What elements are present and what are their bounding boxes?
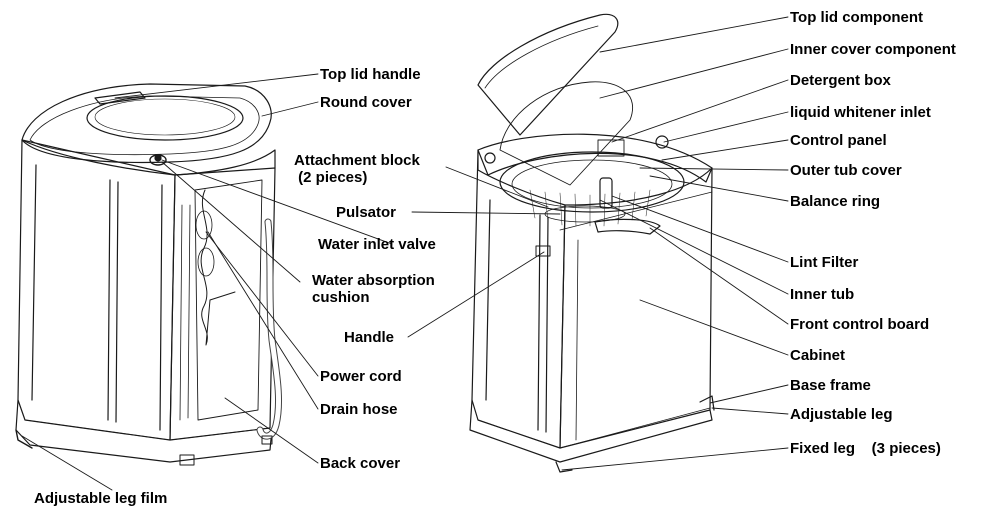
label-top-lid-component: Top lid component — [790, 9, 924, 26]
label-front-control-board: Front control board — [790, 316, 930, 333]
rear-back-cover — [194, 179, 263, 421]
label-attachment-block: Attachment block (2 pieces) — [294, 152, 420, 186]
label-liquid-whitener-inlet: liquid whitener inlet — [790, 104, 931, 121]
label-water-inlet-valve: Water inlet valve — [318, 236, 436, 253]
rear-cabinet-front — [17, 139, 176, 441]
front-handle — [535, 245, 551, 257]
label-detergent-box: Detergent box — [790, 72, 891, 89]
front-balance-ring — [511, 159, 673, 209]
front-adjustable-leg — [699, 395, 715, 411]
label-cabinet: Cabinet — [790, 347, 846, 364]
label-round-cover: Round cover — [320, 94, 412, 111]
rear-power-cord — [200, 189, 236, 346]
rear-top-lid — [21, 83, 272, 164]
front-detergent-box — [597, 139, 625, 157]
label-back-cover: Back cover — [320, 455, 401, 472]
front-view-machine — [469, 13, 715, 473]
front-cabinet — [471, 149, 566, 449]
front-control-board — [594, 218, 661, 235]
label-adjustable-leg: Adjustable leg — [790, 406, 893, 423]
label-lint-filter: Lint Filter — [790, 254, 859, 271]
front-base-frame — [469, 399, 713, 463]
front-whitener-inlet — [655, 135, 669, 149]
label-fixed-leg: Fixed leg (3 pieces) — [790, 440, 941, 457]
front-top-lid — [477, 13, 619, 136]
label-water-absorption-cushion: Water absorption cushion — [312, 272, 435, 306]
label-balance-ring: Balance ring — [790, 193, 881, 210]
front-lint-filter — [599, 177, 613, 209]
rear-top-rim — [29, 95, 260, 156]
label-pulsator: Pulsator — [336, 204, 397, 221]
label-handle: Handle — [344, 329, 395, 346]
front-top-deck — [477, 133, 713, 183]
label-outer-tub-cover: Outer tub cover — [790, 162, 902, 179]
rear-round-cover — [86, 95, 244, 141]
label-power-cord: Power cord — [320, 368, 402, 385]
label-base-frame: Base frame — [790, 377, 871, 394]
rear-base-frame — [15, 399, 273, 463]
rear-cabinet-side — [169, 167, 276, 441]
front-fixed-leg — [555, 461, 573, 473]
leader-lines — [21, 16, 789, 491]
front-inner-cover — [499, 81, 634, 186]
rear-adjustable-leg-film — [15, 429, 33, 449]
label-inner-cover-component: Inner cover component — [790, 41, 956, 58]
label-top-lid-handle: Top lid handle — [320, 66, 421, 83]
rear-lid-handle — [94, 91, 146, 105]
rear-view-machine — [15, 83, 283, 466]
label-drain-hose: Drain hose — [320, 401, 398, 418]
label-inner-tub: Inner tub — [790, 286, 855, 303]
label-adjustable-leg-film: Adjustable leg film — [34, 490, 168, 507]
label-control-panel: Control panel — [790, 132, 887, 149]
